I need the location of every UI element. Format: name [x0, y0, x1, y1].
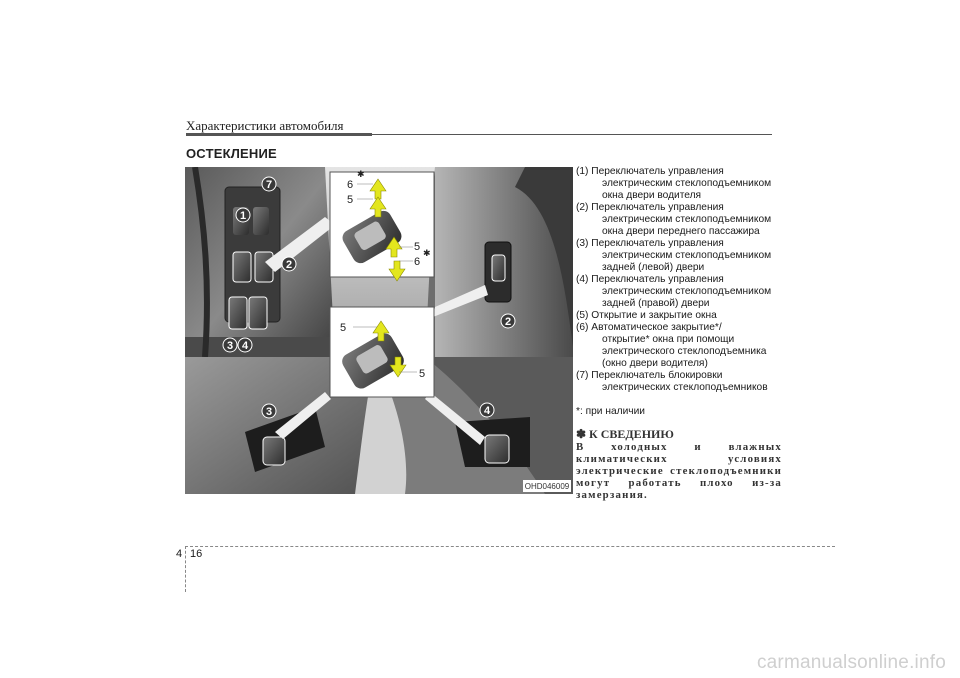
- callout-3-rear: 3: [266, 406, 272, 418]
- inset-label-6-mid: 6: [414, 256, 420, 268]
- footer-rule: [185, 546, 835, 547]
- inset-number-labels: 6 ✱ 5 5 6 ✱ 5 5: [340, 169, 431, 380]
- legend-item-5: (5) Открытие и закрытие окна: [576, 310, 717, 321]
- rear-left-switch: [245, 407, 325, 472]
- watermark: carmanualsonline.info: [756, 652, 946, 673]
- legend-item-2: (2) Переключатель управления электрическ…: [576, 202, 772, 237]
- image-code: OHD046009: [525, 482, 570, 491]
- image-code-box: [523, 480, 571, 492]
- page-number: 16: [190, 548, 203, 560]
- window-switch-illustration: 6 ✱ 5 5 6 ✱ 5 5 1 2 3 4 7 2 3 4 OHD04600…: [185, 167, 573, 494]
- asterisk-top: ✱: [357, 169, 365, 179]
- callout-7: 7: [266, 179, 272, 191]
- legend-item-6: (6) Автоматическое закрытие*/ открытие* …: [576, 322, 767, 369]
- legend-list: (1) Переключатель управления электрическ…: [576, 166, 786, 501]
- callout-2: 2: [286, 259, 292, 271]
- callout-3: 3: [227, 340, 233, 352]
- inset-label-6-top: 6: [347, 179, 353, 191]
- footer-vertical-rule: [185, 546, 186, 592]
- callout-badges: 1 2 3 4 7 2 3 4: [222, 176, 516, 419]
- passenger-switch: [484, 241, 512, 303]
- inset-label-5-lower-top: 5: [340, 322, 346, 334]
- driver-switch-cluster: [224, 186, 281, 330]
- inset-label-5-lower-bottom: 5: [419, 368, 425, 380]
- callout-4-rear: 4: [484, 405, 491, 417]
- callout-1: 1: [240, 210, 246, 222]
- note-title: ✽ К СВЕДЕНИЮ: [576, 427, 674, 441]
- door-armrest: [185, 337, 335, 357]
- section-title: ОСТЕКЛЕНИЕ: [186, 146, 277, 161]
- inset-label-5-top: 5: [347, 194, 353, 206]
- legend-item-4: (4) Переключатель управления электрическ…: [576, 274, 772, 309]
- callout-4: 4: [242, 340, 249, 352]
- header-rule-thick: [186, 133, 372, 136]
- asterisk-mid: ✱: [423, 248, 431, 258]
- page-header-title: Характеристики автомобиля: [186, 118, 344, 133]
- legend-item-7: (7) Переключатель блокировки электрическ…: [576, 370, 768, 393]
- callout-2-right: 2: [505, 316, 511, 328]
- chapter-number: 4: [176, 548, 183, 560]
- legend-item-3: (3) Переключатель управления электрическ…: [576, 238, 772, 273]
- legend-item-1: (1) Переключатель управления электрическ…: [576, 166, 772, 201]
- header-rule-thin: [372, 134, 772, 135]
- inset-label-5-mid: 5: [414, 241, 420, 253]
- direction-arrows: [369, 178, 407, 378]
- footnote: *: при наличии: [576, 406, 645, 417]
- inset-label-lines: [353, 183, 417, 373]
- inset-mid: [329, 306, 435, 398]
- callout-arrows: [265, 217, 488, 445]
- passenger-door-pocket: [515, 167, 573, 347]
- door-trim: [192, 167, 210, 358]
- note-text: В холодных и влажных климатических услов…: [576, 441, 782, 501]
- rear-center-seat: [355, 357, 407, 494]
